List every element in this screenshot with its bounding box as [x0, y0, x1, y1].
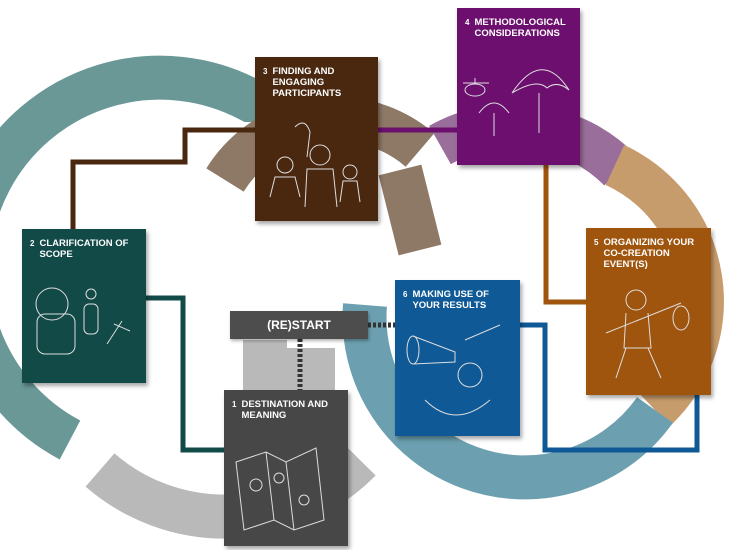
card-organizing-co-creation-events: 5 ORGANIZING YOUR CO-CREATION EVENT(S) — [586, 228, 711, 395]
card-title: FINDING AND ENGAGING PARTICIPANTS — [272, 66, 342, 99]
ring-segment-teal — [0, 55, 300, 460]
card-number: 2 — [30, 239, 35, 248]
connector-6-5 — [520, 322, 700, 453]
connector-4-5 — [543, 165, 586, 305]
ring-segment-brown-lower — [378, 164, 442, 256]
card-methodological-considerations: 4 METHODOLOGICAL CONSIDERATIONS — [457, 8, 580, 165]
backpack-compass-icon — [35, 287, 131, 355]
people-icon — [269, 122, 361, 208]
card-number: 4 — [465, 18, 470, 27]
card-title: DESTINATION AND MEANING — [241, 399, 329, 421]
parachute-helicopter-icon — [463, 69, 570, 136]
card-title: CLARIFICATION OF SCOPE — [39, 238, 129, 260]
megaphone-icon — [406, 324, 501, 416]
card-number: 6 — [403, 290, 408, 299]
card-number: 5 — [594, 238, 599, 247]
card-number: 3 — [263, 67, 268, 76]
card-clarification-of-scope: 2 CLARIFICATION OF SCOPE — [22, 229, 146, 383]
card-finding-and-engaging-participants: 3 FINDING AND ENGAGING PARTICIPANTS — [255, 57, 378, 221]
restart-label: (RE)START — [230, 311, 368, 339]
card-title: ORGANIZING YOUR CO-CREATION EVENT(S) — [603, 237, 695, 270]
connector-2-1 — [146, 295, 224, 453]
traveller-icon — [605, 289, 690, 379]
ring-segment-gray-inner — [243, 340, 335, 392]
card-destination-and-meaning: 1 DESTINATION AND MEANING — [224, 390, 348, 546]
ring-segment-blue — [342, 303, 673, 500]
connector-2-3 — [70, 127, 255, 229]
card-making-use-of-results: 6 MAKING USE OF YOUR RESULTS — [395, 280, 520, 436]
card-title: MAKING USE OF YOUR RESULTS — [412, 289, 489, 311]
card-number: 1 — [232, 400, 237, 409]
map-icon — [235, 447, 325, 531]
card-title: METHODOLOGICAL CONSIDERATIONS — [474, 17, 566, 39]
